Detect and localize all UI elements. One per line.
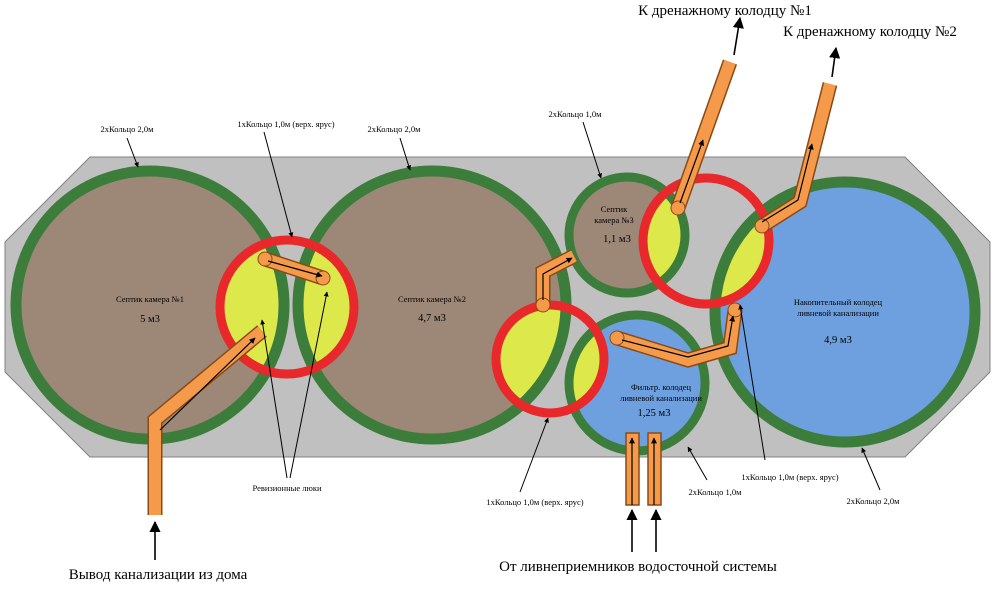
external-arrows — [149, 16, 841, 560]
label-storm-in: От ливнеприемников водосточной системы — [499, 559, 777, 575]
callout-hatches: Ревизионные люки — [252, 483, 322, 493]
label-house-out: Вывод канализации из дома — [69, 567, 248, 583]
house-outlet-pipe — [147, 325, 267, 515]
acc-volume: 4,9 м3 — [824, 335, 852, 346]
filter-volume: 1,25 м3 — [638, 408, 671, 419]
drain-pipe-2 — [754, 82, 838, 234]
callout-ring10-filter: 2хКольцо 1,0м — [689, 487, 743, 497]
callout-ring20-b: 2хКольцо 2,0м — [368, 124, 422, 134]
callout-ring10-top: 1хКольцо 1,0м (верх. ярус) — [237, 119, 334, 129]
pipes — [147, 59, 838, 515]
s1-volume: 5 м3 — [140, 314, 160, 325]
callout-ring20-a: 2хКольцо 2,0м — [101, 124, 155, 134]
callout-leaders — [126, 121, 881, 493]
filter-name-2: ливневой канализации — [620, 393, 702, 403]
acc-name-2: ливневой канализации — [797, 308, 879, 318]
filter-name-1: Фильтр. колодец — [631, 382, 692, 392]
label-drain-2: К дренажному колодцу №2 — [783, 24, 957, 40]
flow-arrows — [159, 139, 814, 505]
callout-ring20-c: 2хКольцо 2,0м — [847, 496, 901, 506]
s3-volume: 1,1 м3 — [603, 234, 631, 245]
callout-ring10-mid: 1хКольцо 1,0м (верх. ярус) — [486, 497, 583, 507]
s1-name: Септик камера №1 — [116, 294, 184, 304]
s3-name-2: камера №3 — [594, 215, 633, 225]
s2-name: Септик камера №2 — [398, 294, 466, 304]
label-drain-1: К дренажному колодцу №1 — [638, 3, 812, 19]
callout-ring10-right: 1хКольцо 1,0м (верх. ярус) — [741, 472, 838, 482]
callout-ring10-s3: 2хКольцо 1,0м — [549, 109, 603, 119]
s3-name-1: Септик — [601, 204, 628, 214]
s2-volume: 4,7 м3 — [418, 313, 446, 324]
accumulation-well — [709, 176, 981, 448]
acc-name-1: Накопительный колодец — [794, 297, 883, 307]
